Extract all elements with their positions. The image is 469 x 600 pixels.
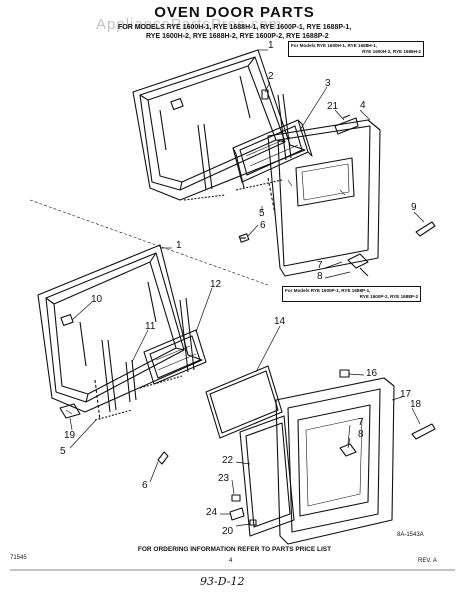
label-part-4: 4 [360, 100, 366, 111]
window-pack-upper [232, 119, 313, 189]
part-8-latch [347, 253, 369, 269]
label-part-2: 2 [268, 71, 274, 82]
separator-line [29, 199, 269, 286]
label-part-24: 24 [206, 507, 218, 518]
callout-lower-line1: For Models RYE 1600P-1, RYE 1688P-1, [285, 288, 371, 293]
label-part-5-upper: 5 [259, 208, 265, 219]
callout-lower-line2: RYE 1600P-2, RYE 1688P-2 [359, 294, 418, 299]
part-23-screw [231, 494, 241, 502]
part-6-screw-lower [157, 451, 169, 465]
diagram-code: 8A-1543A [397, 532, 424, 538]
watermark: AppliancePartsPros.com [96, 16, 283, 33]
revision: REV. A [418, 558, 437, 564]
window-pack-lower [143, 329, 207, 385]
label-part-9: 9 [411, 202, 417, 213]
label-part-14: 14 [274, 316, 286, 327]
part-19-clip [59, 403, 81, 419]
outer-door-lower [275, 377, 395, 545]
label-part-6-lower: 6 [142, 480, 148, 491]
label-part-1-lower: 1 [176, 240, 182, 251]
label-part-16: 16 [366, 368, 378, 379]
label-part-3: 3 [325, 78, 331, 89]
leaders-upper [247, 49, 425, 279]
models-line-2: RYE 1600H-2, RYE 1688H-2, RYE 1600P-2, R… [146, 33, 329, 40]
label-part-19: 19 [64, 430, 76, 441]
label-part-8-lower: 8 [358, 429, 364, 440]
small-parts-lower [59, 369, 436, 526]
leaders-lower [69, 247, 421, 527]
part-2-clip [261, 89, 269, 100]
handwritten-note: 93-D-12 [200, 575, 245, 588]
ordering-note: FOR ORDERING INFORMATION REFER TO PARTS … [137, 546, 332, 553]
label-part-7-lower: 7 [358, 417, 364, 428]
label-part-1-upper: 1 [268, 40, 274, 51]
door-liner-lower [37, 244, 203, 413]
page-number: 4 [229, 558, 233, 564]
label-part-20: 20 [222, 526, 234, 537]
models-line-1: FOR MODELS RYE 1600H-1, RYE 1688H-1, RYE… [118, 24, 352, 31]
label-part-22: 22 [222, 455, 234, 466]
part-8-latch-lower [339, 443, 357, 457]
callout-lower-models: For Models RYE 1600P-1, RYE 1688P-1, RYE… [282, 286, 421, 302]
outer-door-upper [267, 119, 381, 277]
label-part-8-upper: 8 [317, 271, 323, 282]
label-part-5-lower: 5 [60, 446, 66, 457]
door-liner-upper [132, 49, 306, 201]
page-title: OVEN DOOR PARTS [154, 4, 315, 21]
label-part-7-upper: 7 [317, 260, 323, 271]
callout-upper-line1: For Models RYE 1600H-1, RYE 1688H-1, [291, 43, 377, 48]
part-16-clip [339, 369, 350, 378]
part-24-spacer [229, 507, 245, 521]
footer-left-code: 71545 [10, 555, 27, 561]
door-gasket [205, 365, 283, 439]
label-part-18: 18 [410, 399, 422, 410]
part-20-clip [249, 519, 257, 526]
label-part-17: 17 [400, 389, 412, 400]
glass-panel-lower [239, 415, 295, 537]
callout-upper-line2: RYE 1600H-2, RYE 1688H-2 [362, 49, 421, 54]
small-parts-upper [238, 89, 436, 277]
part-6-screw [238, 233, 250, 243]
label-part-21: 21 [327, 101, 339, 112]
hinge-assembly-upper [183, 93, 292, 215]
part-4-bracket [334, 117, 359, 135]
callout-upper-models: For Models RYE 1600H-1, RYE 1688H-1, RYE… [288, 41, 424, 57]
label-part-12: 12 [210, 279, 222, 290]
label-part-6-upper: 6 [260, 220, 266, 231]
part-9-handle [415, 221, 436, 237]
part-18-handle [411, 423, 436, 440]
label-part-23: 23 [218, 473, 230, 484]
hinge-assembly-lower [94, 297, 195, 421]
label-part-11: 11 [145, 321, 156, 332]
label-part-10: 10 [91, 294, 103, 305]
